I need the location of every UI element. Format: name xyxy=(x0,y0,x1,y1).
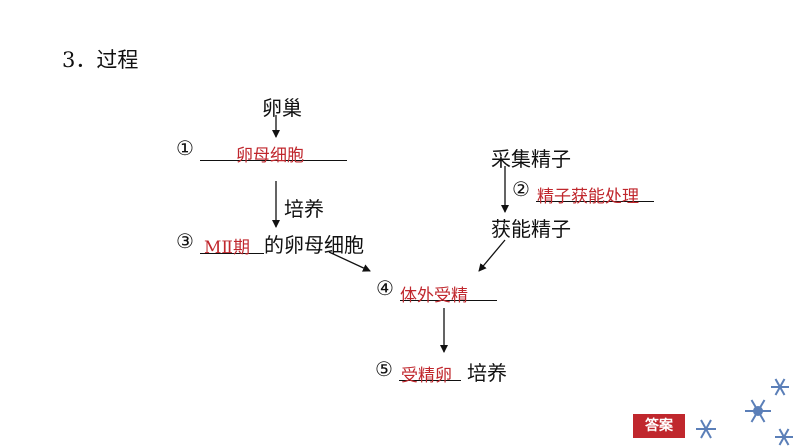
snowflake-decoration xyxy=(684,367,794,447)
snowflake-icon xyxy=(771,379,789,395)
snowflake-icon xyxy=(696,420,716,438)
snowflake-icon xyxy=(775,429,793,445)
answer-button[interactable]: 答案 xyxy=(633,414,685,438)
arrow-capacitated-to-step4 xyxy=(479,240,505,271)
snowflake-icon xyxy=(745,400,771,422)
arrow-step3-to-step4 xyxy=(329,252,370,271)
